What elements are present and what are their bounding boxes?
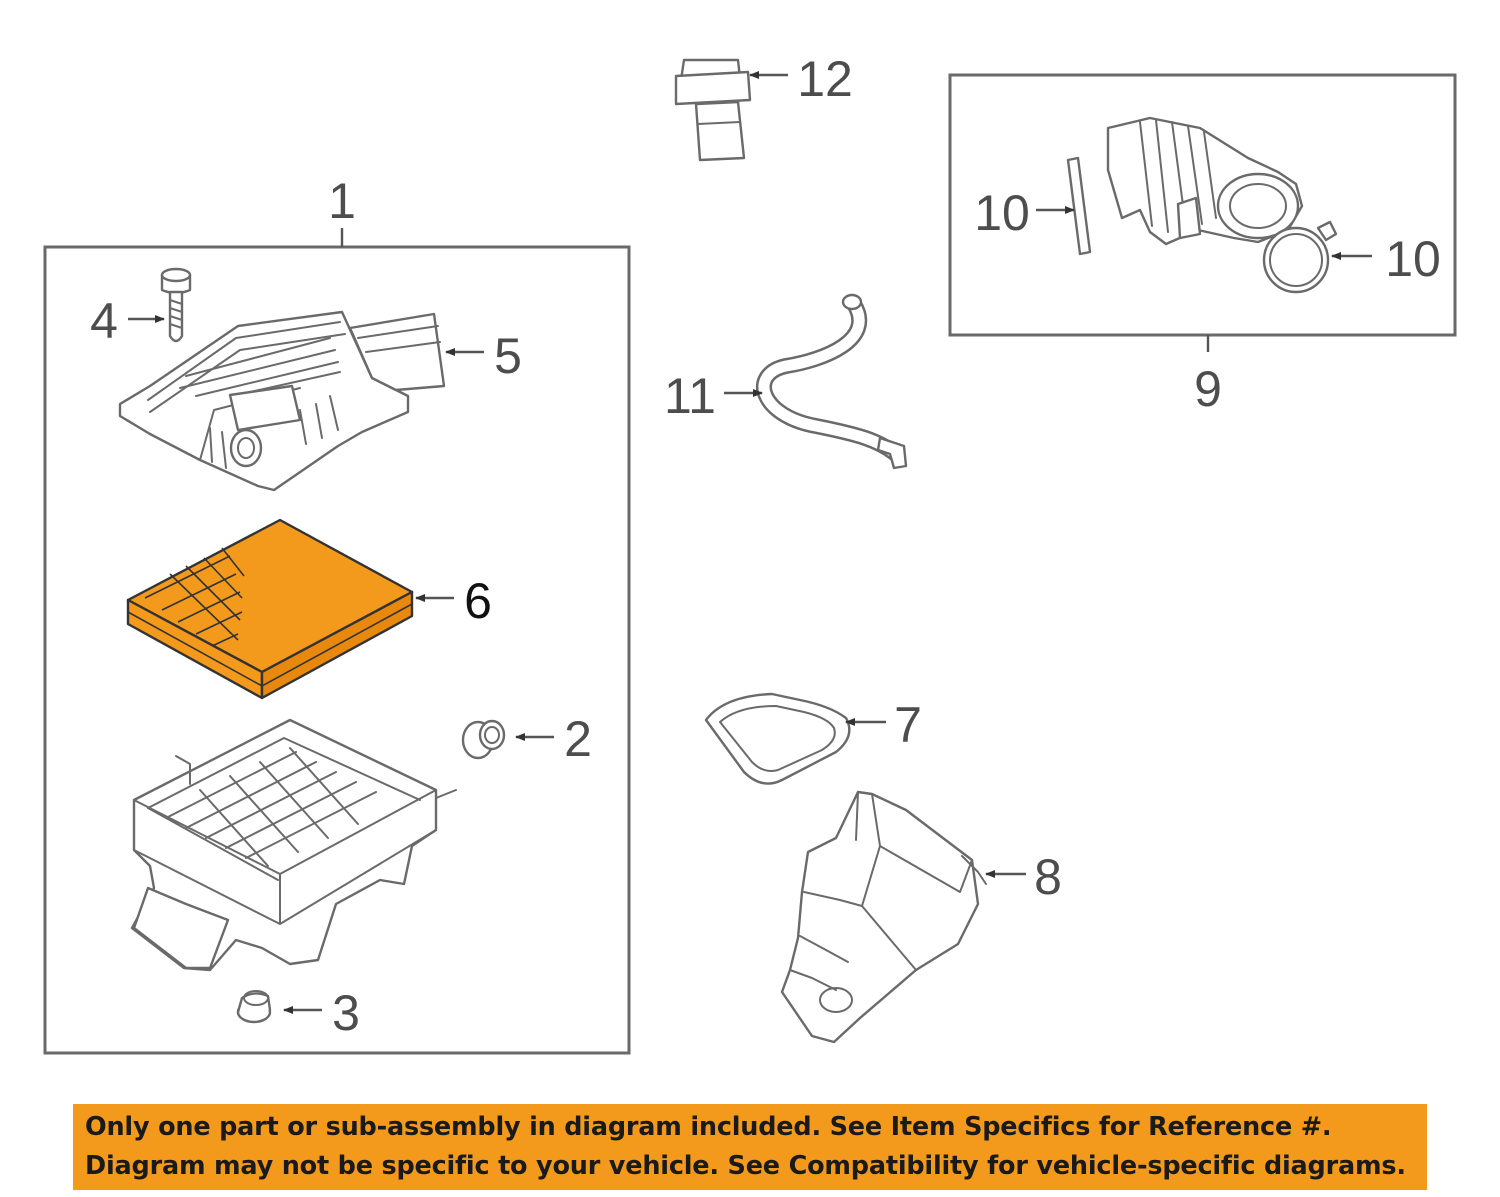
- callout-10-right: 10: [1385, 231, 1441, 287]
- part-12-sensor: [674, 58, 752, 162]
- callout-6: 6: [464, 573, 492, 629]
- callout-4: 4: [90, 293, 118, 349]
- assembly-1-frame: [43, 228, 631, 1055]
- part-5-upper-cover: [118, 310, 446, 492]
- callout-11: 11: [664, 368, 716, 424]
- filter-top-face: [126, 518, 414, 674]
- callout-3: 3: [332, 985, 360, 1041]
- part-10-seal-strip: [1066, 156, 1092, 256]
- part-7-inlet-seal: [704, 692, 851, 785]
- callout-5: 5: [494, 328, 522, 384]
- part-8-air-guide: [780, 790, 987, 1044]
- part-4-bolt: [160, 267, 192, 343]
- disclaimer-line-2: Diagram may not be specific to your vehi…: [85, 1151, 1406, 1181]
- callout-9: 9: [1194, 361, 1222, 417]
- callout-8: 8: [1034, 849, 1062, 905]
- disclaimer-banner: Only one part or sub-assembly in diagram…: [73, 1104, 1427, 1190]
- part-9-intake-duct: [1106, 116, 1304, 246]
- callout-12: 12: [797, 51, 853, 107]
- part-11-hose: [756, 293, 908, 470]
- callout-2: 2: [564, 711, 592, 767]
- part-2-grommet: [461, 719, 506, 760]
- disclaimer-line-1: Only one part or sub-assembly in diagram…: [85, 1112, 1332, 1142]
- part-10-clamp: [1262, 220, 1338, 294]
- callout-7: 7: [894, 697, 922, 753]
- part-3-plug: [236, 990, 272, 1024]
- part-1-lower-housing: [130, 718, 457, 972]
- callout-1: 1: [328, 173, 356, 229]
- callout-10-left: 10: [974, 185, 1030, 241]
- assembly-9-frame: [948, 73, 1457, 352]
- part-6-air-filter: [126, 518, 414, 700]
